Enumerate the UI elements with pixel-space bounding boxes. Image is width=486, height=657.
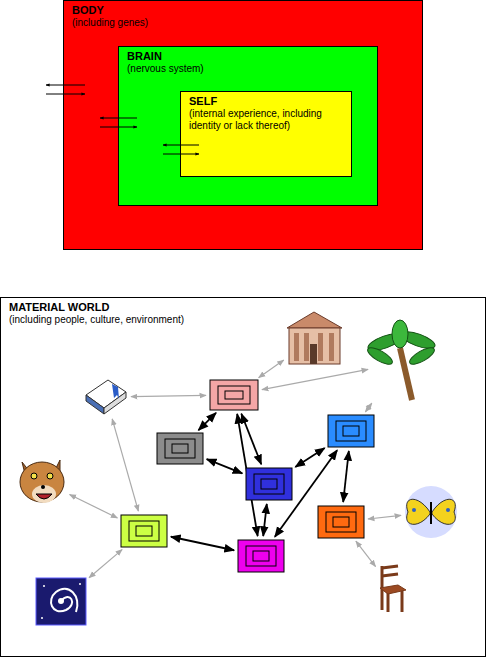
world-link xyxy=(259,360,284,378)
person-box xyxy=(246,546,276,566)
world-link xyxy=(368,515,401,519)
person-box xyxy=(225,391,243,399)
butterfly-icon xyxy=(405,486,457,538)
palm-tree-icon xyxy=(365,320,437,400)
person-link xyxy=(343,451,349,502)
person-link xyxy=(171,537,234,550)
node-subtitle: (including genes) xyxy=(72,17,414,29)
person-box xyxy=(210,380,258,410)
person-box xyxy=(238,540,284,572)
cougar-icon xyxy=(20,460,64,503)
person-box xyxy=(172,444,188,453)
brain-box: BRAIN(nervous system) SELF(internal exper… xyxy=(118,46,378,206)
building-icon xyxy=(287,312,342,364)
world-link xyxy=(89,550,122,578)
person-box xyxy=(253,551,269,561)
person-box xyxy=(333,517,349,527)
person-box xyxy=(343,426,359,436)
node-subtitle: (internal experience, including identity… xyxy=(189,108,343,132)
world-link xyxy=(356,541,376,566)
person-link xyxy=(198,413,216,430)
person-box xyxy=(254,474,284,494)
person-box xyxy=(218,386,250,404)
node-title: SELF xyxy=(189,95,343,108)
node-title: BRAIN xyxy=(127,50,369,63)
node-subtitle: (including people, culture, environment) xyxy=(9,314,477,326)
person-box xyxy=(129,521,159,541)
boundary-arrow-pairs xyxy=(46,85,199,154)
world-link xyxy=(112,419,138,511)
body-box: BODY(including genes) BRAIN(nervous syste… xyxy=(63,0,423,250)
person-box xyxy=(121,515,167,547)
galaxy-icon xyxy=(36,578,86,625)
person-link xyxy=(295,448,324,467)
person-box xyxy=(246,468,292,500)
person-box xyxy=(318,506,364,538)
world-link xyxy=(131,395,206,396)
person-link xyxy=(207,459,243,473)
persons xyxy=(121,380,374,572)
person-box xyxy=(165,439,195,458)
person-box xyxy=(136,526,152,536)
self-box: SELF(internal experience, including iden… xyxy=(180,91,352,177)
node-title: MATERIAL WORLD xyxy=(9,301,477,314)
person-box xyxy=(261,479,277,489)
book-icon xyxy=(86,380,126,414)
chair-icon xyxy=(380,566,406,612)
links xyxy=(70,360,401,578)
person-box xyxy=(328,415,374,447)
node-title: BODY xyxy=(72,4,414,17)
person-box xyxy=(157,433,203,464)
world-link xyxy=(70,495,118,518)
person-box xyxy=(326,512,356,532)
node-subtitle: (nervous system) xyxy=(127,63,369,75)
world-link xyxy=(262,369,368,389)
person-box xyxy=(336,421,366,441)
person-link xyxy=(263,504,267,536)
world-link xyxy=(365,403,371,412)
